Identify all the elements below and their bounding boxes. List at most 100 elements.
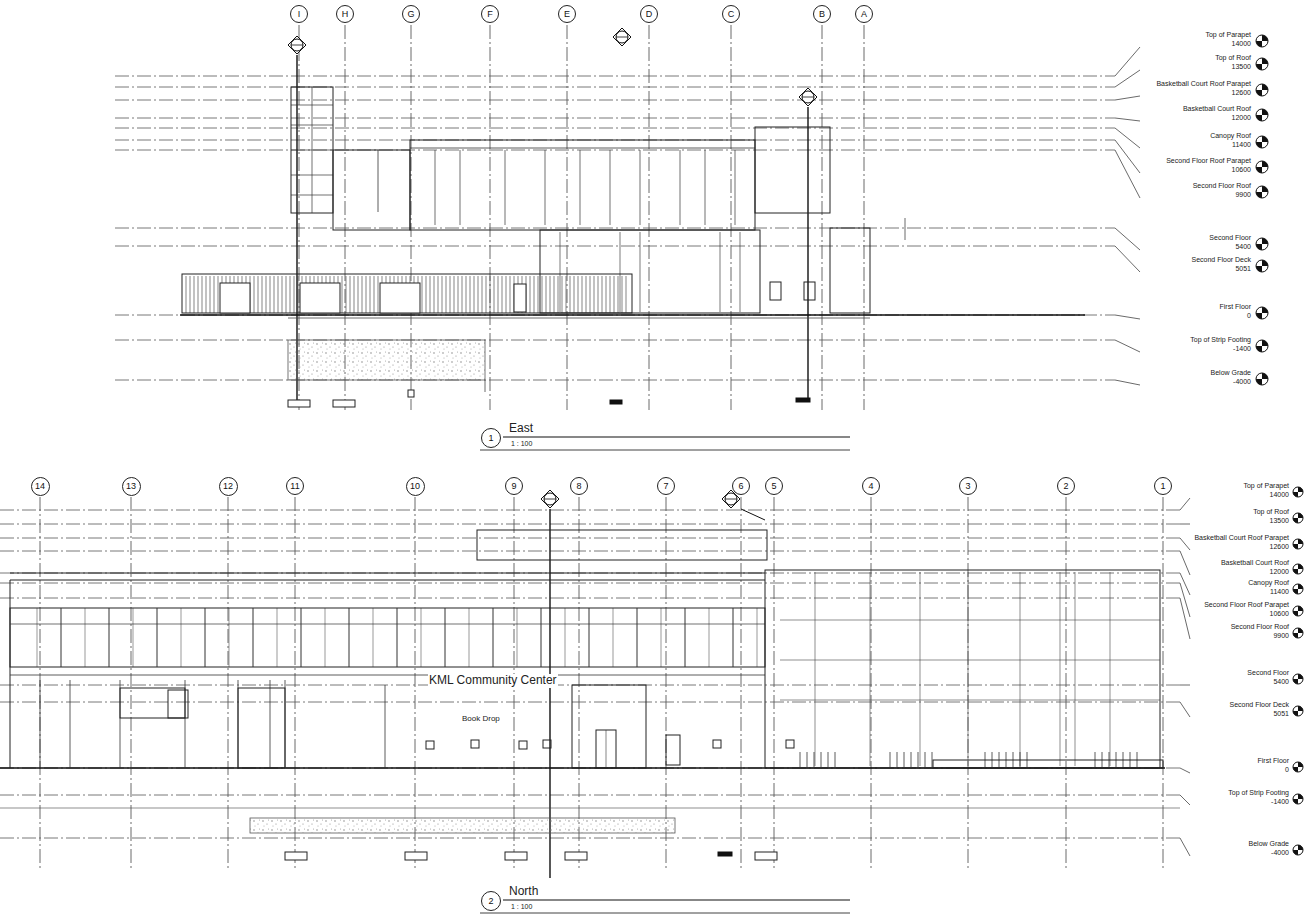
level-name: Second Floor Roof — [1230, 623, 1290, 631]
level-symbol — [1256, 58, 1268, 70]
grid-bubble: G — [402, 5, 420, 23]
level-elevation: 14000 — [1269, 491, 1290, 499]
window-band — [10, 608, 765, 667]
fence-bar — [446, 276, 447, 313]
grid-label: E — [564, 9, 570, 19]
fence-bar — [590, 276, 591, 313]
grid-label: F — [487, 9, 493, 19]
cladding-line — [435, 150, 436, 225]
title-underline — [480, 450, 850, 451]
grid-label: 13 — [126, 481, 136, 491]
cladding-line — [378, 150, 379, 212]
mullion — [709, 608, 710, 667]
level-elevation: 14000 — [1231, 40, 1252, 48]
level-leader — [1180, 524, 1190, 525]
level-elevation: 5400 — [1234, 243, 1252, 251]
mullion — [301, 608, 302, 667]
level-symbol — [1293, 767, 1298, 772]
level-symbol — [1298, 762, 1303, 767]
grid-bubble: 3 — [959, 477, 977, 495]
strip-footing — [250, 818, 675, 833]
fence-bar — [366, 276, 367, 313]
fence-bar — [346, 276, 347, 313]
level-symbol — [1293, 487, 1303, 497]
level-line — [0, 795, 1180, 796]
fence-bar — [490, 276, 491, 313]
fence-bar — [554, 276, 555, 313]
section-marker — [616, 37, 628, 38]
pad-footing — [718, 852, 732, 856]
level-line — [0, 551, 1180, 552]
fence-bar — [550, 276, 551, 313]
level-leader — [1115, 47, 1140, 76]
wall-line — [720, 232, 721, 312]
fence-bar — [434, 276, 435, 313]
fence-bar — [262, 276, 263, 313]
level-symbol — [1293, 711, 1298, 716]
upper-volume — [410, 140, 755, 230]
curtain-wall-line — [780, 700, 1160, 701]
grid-bubble: C — [722, 5, 740, 23]
fence-bar — [190, 276, 191, 313]
level-symbol — [1256, 136, 1268, 148]
level-symbol — [1256, 64, 1262, 70]
level-line — [0, 583, 1180, 584]
building-sign: KML Community Center — [428, 674, 558, 688]
wall-line — [70, 680, 71, 768]
section-marker — [291, 45, 303, 46]
level-elevation: 11400 — [1269, 588, 1290, 596]
curtain-wall-line — [870, 572, 871, 766]
level-leader — [1115, 380, 1140, 385]
grid-bubble: H — [336, 5, 354, 23]
grid-line — [490, 25, 491, 410]
grid-bubble: 12 — [219, 477, 238, 496]
level-line — [115, 228, 1115, 229]
fence-bar — [282, 276, 283, 313]
grid-line — [774, 497, 775, 870]
bike-rack — [821, 752, 822, 768]
grid-label: 7 — [663, 481, 668, 491]
cladding-line — [680, 150, 681, 225]
level-symbol — [1298, 606, 1303, 611]
level-line — [115, 118, 1115, 119]
level-symbol — [1256, 244, 1262, 250]
mullion — [312, 87, 313, 213]
fence-bar — [358, 276, 359, 313]
footing-line — [485, 380, 486, 392]
fence-bar — [266, 276, 267, 313]
section-marker — [544, 493, 556, 505]
grid-label: 11 — [290, 481, 299, 491]
fence-bar — [438, 276, 439, 313]
parapet-wall — [333, 150, 410, 230]
mullion — [445, 608, 446, 667]
mullion — [253, 608, 254, 667]
fence-bar — [598, 276, 599, 313]
level-symbol — [1256, 84, 1268, 96]
level-symbol — [1293, 492, 1298, 497]
level-name: Below Grade — [1210, 369, 1252, 377]
mullion — [661, 608, 662, 667]
bike-rack — [800, 752, 801, 768]
cladding-line — [580, 150, 581, 225]
level-symbol — [1256, 115, 1262, 121]
level-leader — [1115, 246, 1140, 272]
grid-bubble: 1 — [1154, 477, 1172, 495]
level-symbol — [1262, 161, 1268, 167]
fence-bar — [462, 276, 463, 313]
level-symbol — [1262, 35, 1268, 41]
fence-bar — [194, 276, 195, 313]
view-scale: 1 : 100 — [511, 903, 532, 911]
grid-label: 4 — [868, 481, 873, 491]
level-leader — [1180, 838, 1190, 856]
section-marker — [725, 493, 737, 505]
level-name: First Floor — [1257, 757, 1291, 765]
fence-bar — [486, 276, 487, 313]
level-leader — [1115, 340, 1140, 352]
bike-rack — [911, 752, 912, 768]
level-symbol — [1262, 340, 1268, 346]
fence-bar — [502, 276, 503, 313]
grid-bubble: 6 — [732, 477, 750, 495]
mullion — [517, 608, 518, 667]
mullion — [181, 608, 182, 667]
mullion — [541, 608, 542, 667]
